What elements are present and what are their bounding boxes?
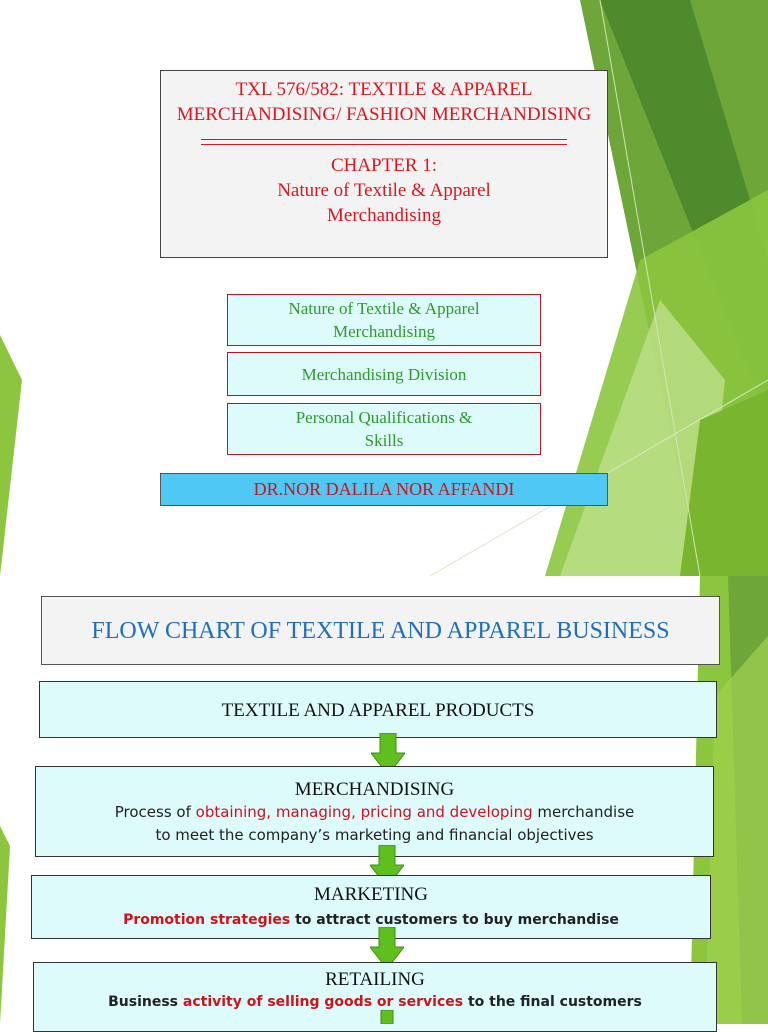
- step-merchandising: MERCHANDISING Process of obtaining, mana…: [35, 766, 714, 857]
- step-products: TEXTILE AND APPAREL PRODUCTS: [39, 681, 717, 738]
- slide-1: TXL 576/582: TEXTILE & APPAREL MERCHANDI…: [0, 0, 768, 576]
- step-marketing: MARKETING Promotion strategies to attrac…: [31, 875, 711, 939]
- down-arrow-icon: [371, 733, 405, 775]
- step-description-line2: to meet the company’s marketing and fina…: [155, 826, 594, 844]
- menu-item-label: Merchandising Division: [301, 364, 467, 384]
- desc-text: Business: [108, 994, 183, 1010]
- author-banner: DR.NOR DALILA NOR AFFANDI: [160, 473, 608, 506]
- desc-highlight: managing,: [275, 803, 356, 821]
- step-heading: MARKETING: [314, 884, 428, 905]
- title-divider: [201, 139, 567, 145]
- menu-item-label: Personal Qualifications & Skills: [295, 408, 473, 450]
- desc-highlight: obtaining,: [195, 803, 272, 821]
- flow-chart-title-text: FLOW CHART OF TEXTILE AND APPAREL BUSINE…: [91, 618, 670, 644]
- menu-item-qualifications[interactable]: Personal Qualifications & Skills: [227, 403, 541, 455]
- desc-text: to attract customers to buy merchandise: [290, 912, 619, 928]
- menu-item-division[interactable]: Merchandising Division: [227, 352, 541, 396]
- desc-text: merchandise: [532, 803, 635, 821]
- desc-text: to the final customers: [463, 994, 642, 1010]
- step-retailing: RETAILING Business activity of selling g…: [33, 962, 717, 1032]
- menu-item-label: Nature of Textile & Apparel Merchandisin…: [288, 299, 480, 341]
- down-arrow-icon: [380, 1010, 394, 1024]
- desc-text: Process of: [114, 803, 196, 821]
- desc-highlight: pricing and developing: [360, 803, 533, 821]
- chapter-title: Nature of Textile & Apparel Merchandisin…: [277, 180, 491, 226]
- down-arrow-icon: [370, 927, 404, 969]
- menu-item-nature[interactable]: Nature of Textile & Apparel Merchandisin…: [227, 294, 541, 346]
- flow-chart-title: FLOW CHART OF TEXTILE AND APPAREL BUSINE…: [41, 596, 720, 665]
- step-heading: RETAILING: [325, 969, 425, 990]
- step-heading: MERCHANDISING: [294, 779, 455, 800]
- step-description: Process of obtaining, managing, pricing …: [36, 801, 713, 824]
- step-description: Business activity of selling goods or se…: [34, 991, 716, 1014]
- desc-highlight: Promotion strategies: [123, 912, 291, 928]
- author-name: DR.NOR DALILA NOR AFFANDI: [253, 479, 515, 499]
- course-title: TXL 576/582: TEXTILE & APPAREL MERCHANDI…: [176, 79, 592, 125]
- desc-highlight: activity of selling goods or services: [182, 994, 464, 1010]
- step-heading: TEXTILE AND APPAREL PRODUCTS: [221, 700, 535, 721]
- step-description: Promotion strategies to attract customer…: [32, 909, 710, 932]
- title-box: TXL 576/582: TEXTILE & APPAREL MERCHANDI…: [160, 70, 608, 258]
- chapter-label: CHAPTER 1:: [330, 155, 438, 176]
